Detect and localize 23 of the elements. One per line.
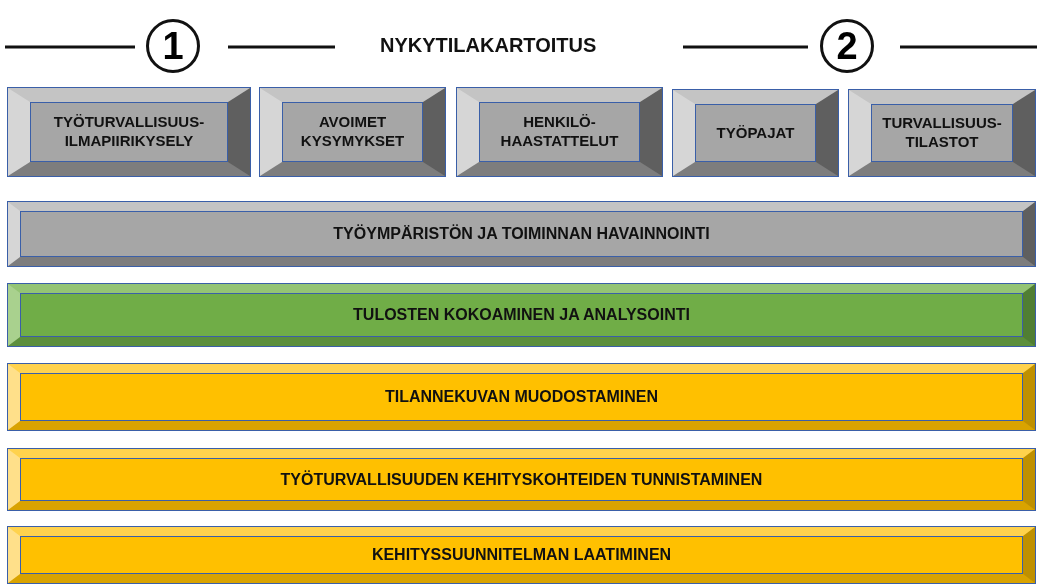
- callout-number: 2: [820, 19, 874, 73]
- box-label: TILANNEKUVAN MUODOSTAMINEN: [384, 387, 659, 407]
- bevel-box: [457, 88, 662, 176]
- bevel-bar: [8, 449, 1035, 510]
- box-label: HENKILÖ- HAASTATTELUT: [499, 113, 620, 151]
- box-label: AVOIMET KYSYMYKSET: [299, 113, 406, 151]
- bevel-bar: [8, 527, 1035, 583]
- box-label: TYÖPAJAT: [716, 123, 795, 143]
- box-label: KEHITYSSUUNNITELMAN LAATIMINEN: [371, 545, 672, 565]
- title: NYKYTILAKARTOITUS: [380, 34, 597, 57]
- bevel-bar: [8, 202, 1035, 266]
- box-label: TYÖYMPÄRISTÖN JA TOIMINNAN HAVAINNOINTI: [333, 224, 710, 244]
- box-label: TYÖTURVALLISUUS- ILMAPIIRIKYSELY: [52, 113, 206, 151]
- bevel-box: [673, 90, 838, 176]
- bevel-box: [8, 88, 250, 176]
- bevel-box: [849, 90, 1035, 176]
- bevel-bar: [8, 284, 1035, 346]
- callout-number: 1: [146, 19, 200, 73]
- box-label: TURVALLISUUS- TILASTOT: [881, 114, 1003, 152]
- bevel-box: [260, 88, 445, 176]
- box-label: TULOSTEN KOKOAMINEN JA ANALYSOINTI: [353, 305, 690, 325]
- box-label: TYÖTURVALLISUUDEN KEHITYSKOHTEIDEN TUNNISTAMINEN: [280, 469, 763, 490]
- bevel-bar: [8, 364, 1035, 430]
